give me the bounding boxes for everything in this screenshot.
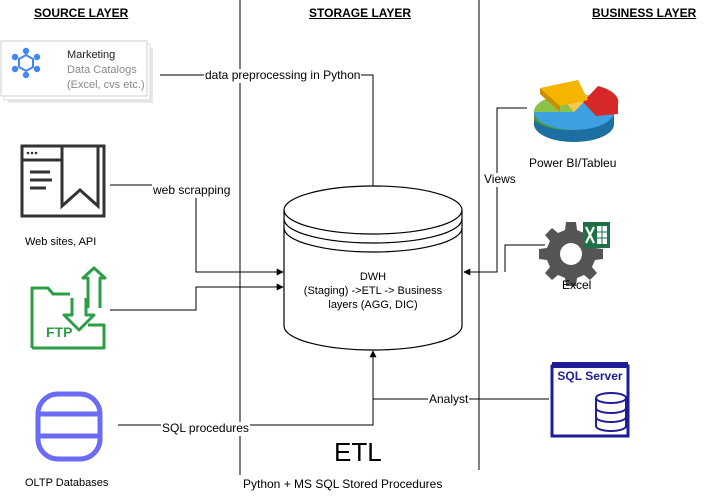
catalog-formats: (Excel, cvs etc.): [67, 79, 145, 91]
web-window-dots: [26, 151, 38, 155]
edge-web-scrapping: [110, 184, 284, 276]
dwh-cylinder: [283, 185, 463, 351]
web-scrapping-edge-label: web scrapping: [152, 183, 232, 198]
views-edge-label: Views: [483, 172, 517, 187]
sql-server-icon-label: SQL Server: [557, 369, 623, 383]
ftp-icon-label: FTP: [46, 324, 73, 340]
edge-ftp: [110, 283, 284, 311]
oltp-database-icon: [35, 391, 103, 462]
web-api-label: Web sites, API: [25, 236, 97, 248]
dwh-layers-line: layers (AGG, DIC): [328, 299, 418, 311]
powerbi-tableau-icon: [533, 80, 619, 142]
excel-label: Excel: [562, 278, 592, 292]
catalog-subtitle: Data Catalogs: [67, 64, 137, 76]
data-catalog-icon: [11, 47, 41, 79]
dwh-staging-line: (Staging) ->ETL -> Business: [303, 285, 443, 297]
ftp-icon: [30, 266, 107, 350]
edge-preprocessing: [160, 74, 377, 199]
business-layer-header: BUSINESS LAYER: [592, 6, 697, 20]
etl-title: ETL: [334, 437, 382, 467]
edge-sql-procedures: [118, 350, 377, 426]
etl-subtitle: Python + MS SQL Stored Procedures: [243, 477, 443, 491]
data-catalog-card: [0, 40, 153, 103]
source-layer-header: SOURCE LAYER: [34, 6, 129, 20]
sql-procedures-edge-label: SQL procedures: [161, 421, 250, 436]
analyst-edge-label: Analyst: [428, 392, 470, 407]
powerbi-label: Power BI/Tableu: [529, 156, 617, 170]
preprocessing-edge-label: data preprocessing in Python: [204, 68, 362, 83]
web-api-icon: [20, 144, 106, 218]
edge-excel: [504, 244, 545, 272]
dwh-title: DWH: [359, 271, 387, 283]
catalog-title: Marketing: [67, 49, 116, 61]
sql-server-icon: [550, 362, 630, 438]
storage-layer-header: STORAGE LAYER: [309, 6, 412, 20]
edge-views: [463, 107, 527, 276]
excel-icon: [539, 222, 610, 286]
oltp-label: OLTP Databases: [25, 477, 109, 489]
